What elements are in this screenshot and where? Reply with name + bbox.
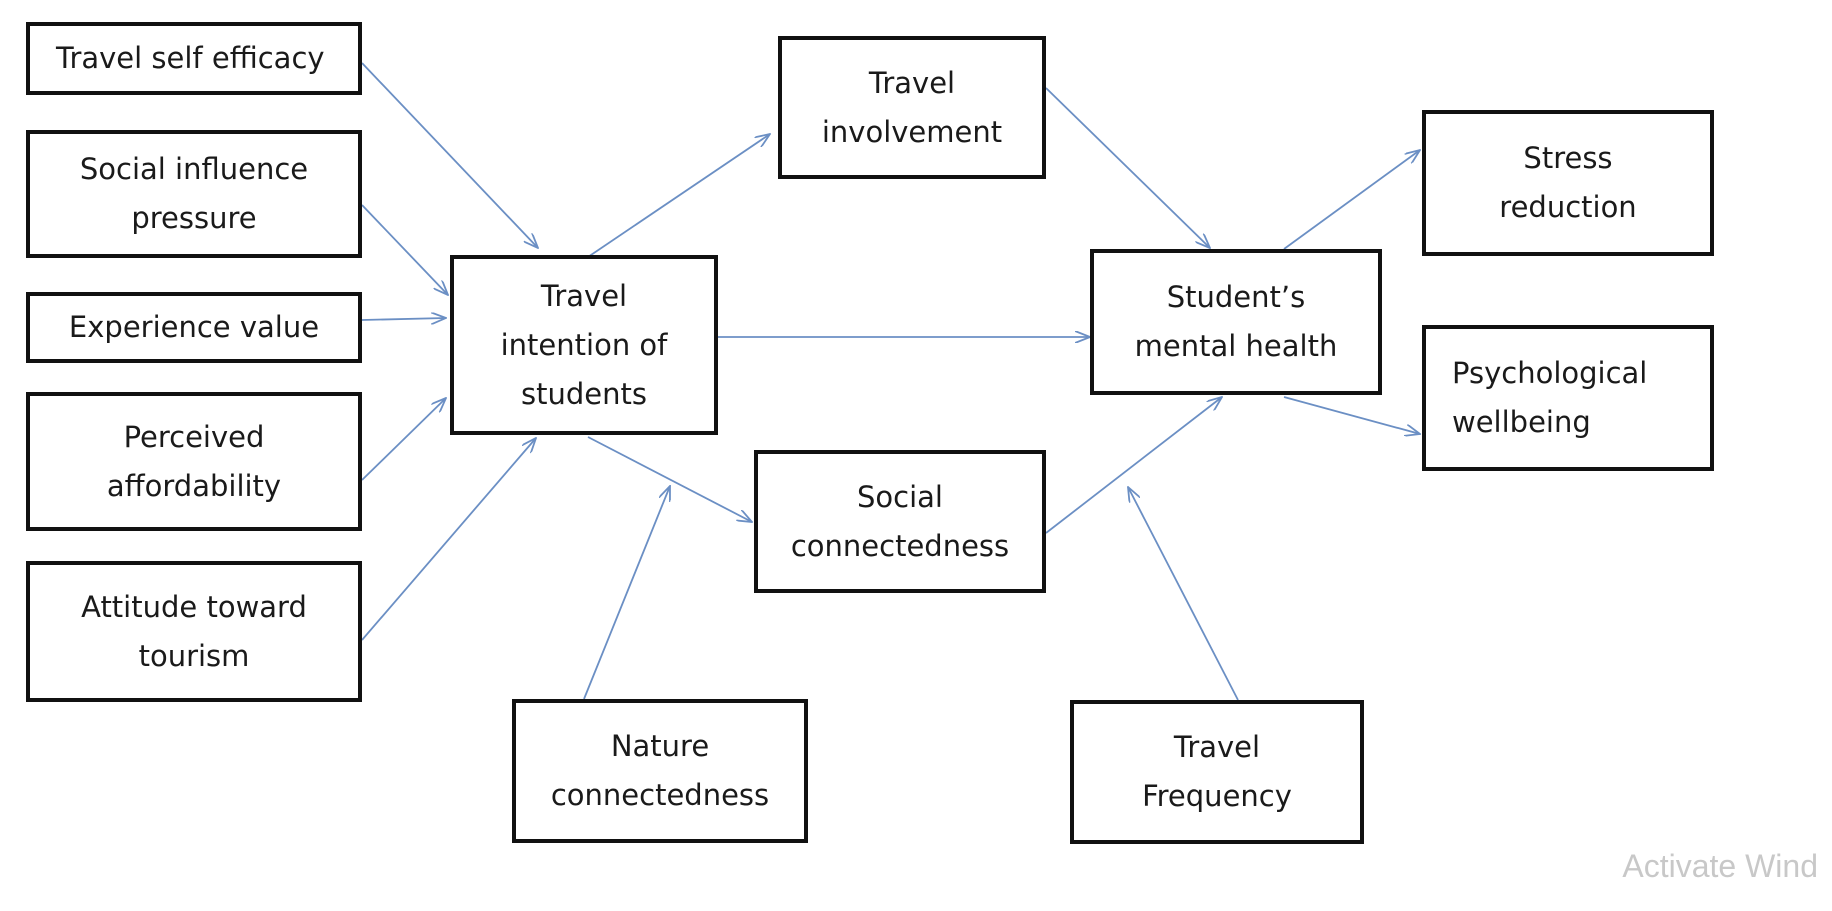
node-label: Travel Frequency [1142,730,1292,813]
node-social-influence-pressure: Social influence pressure [26,130,362,258]
arrow-travel-involvement-to-students-mental-health [1045,87,1210,248]
node-label: Social influence pressure [79,152,309,235]
node-social-connectedness: Social connectedness [754,450,1046,593]
node-label: Experience value [68,310,320,344]
node-label: Psychological wellbeing [1452,356,1648,439]
node-label: Travel self efficacy [56,41,325,75]
node-label: Stress reduction [1499,141,1637,224]
node-label: Travel involvement [821,65,1003,149]
node-label: Attitude toward tourism [81,589,307,673]
node-label: Nature connectedness [550,729,770,812]
arrow-experience-value-to-travel-intention [361,318,446,320]
windows-activation-watermark: Activate Wind [1622,848,1818,884]
node-travel-self-efficacy: Travel self efficacy [26,22,362,95]
arrow-social-connectedness-to-students-mental-health [1045,397,1222,534]
node-label: Perceived affordability [106,419,282,503]
node-travel-involvement: Travel involvement [778,36,1046,179]
node-psychological-wellbeing: Psychological wellbeing [1422,325,1714,471]
node-label: Travel intention of students [500,278,668,411]
arrow-students-mental-health-to-stress-reduction [1283,150,1420,250]
node-travel-frequency: Travel Frequency [1070,700,1364,844]
node-students-mental-health: Student’s mental health [1090,249,1382,395]
arrow-travel-frequency-to-students-mental-health [1128,487,1239,701]
arrow-travel-self-efficacy-to-travel-intention [361,62,538,248]
node-perceived-affordability: Perceived affordability [26,392,362,531]
node-travel-intention: Travel intention of students [450,255,718,435]
node-label: Social connectedness [790,479,1010,563]
arrow-perceived-affordability-to-travel-intention [361,398,446,481]
arrow-travel-intention-to-social-connectedness [587,436,752,522]
arrow-nature-connectedness-to-social-connectedness [583,486,670,700]
node-stress-reduction: Stress reduction [1422,110,1714,256]
arrow-travel-intention-to-travel-involvement [587,134,770,258]
node-label: Student’s mental health [1134,280,1338,363]
arrow-attitude-toward-tourism-to-travel-intention [361,438,536,641]
node-nature-connectedness: Nature connectedness [512,699,808,843]
node-experience-value: Experience value [26,292,362,363]
node-attitude-toward-tourism: Attitude toward tourism [26,561,362,702]
arrow-students-mental-health-to-psychological-wellbeing [1283,396,1420,434]
arrow-social-influence-pressure-to-travel-intention [361,204,448,295]
